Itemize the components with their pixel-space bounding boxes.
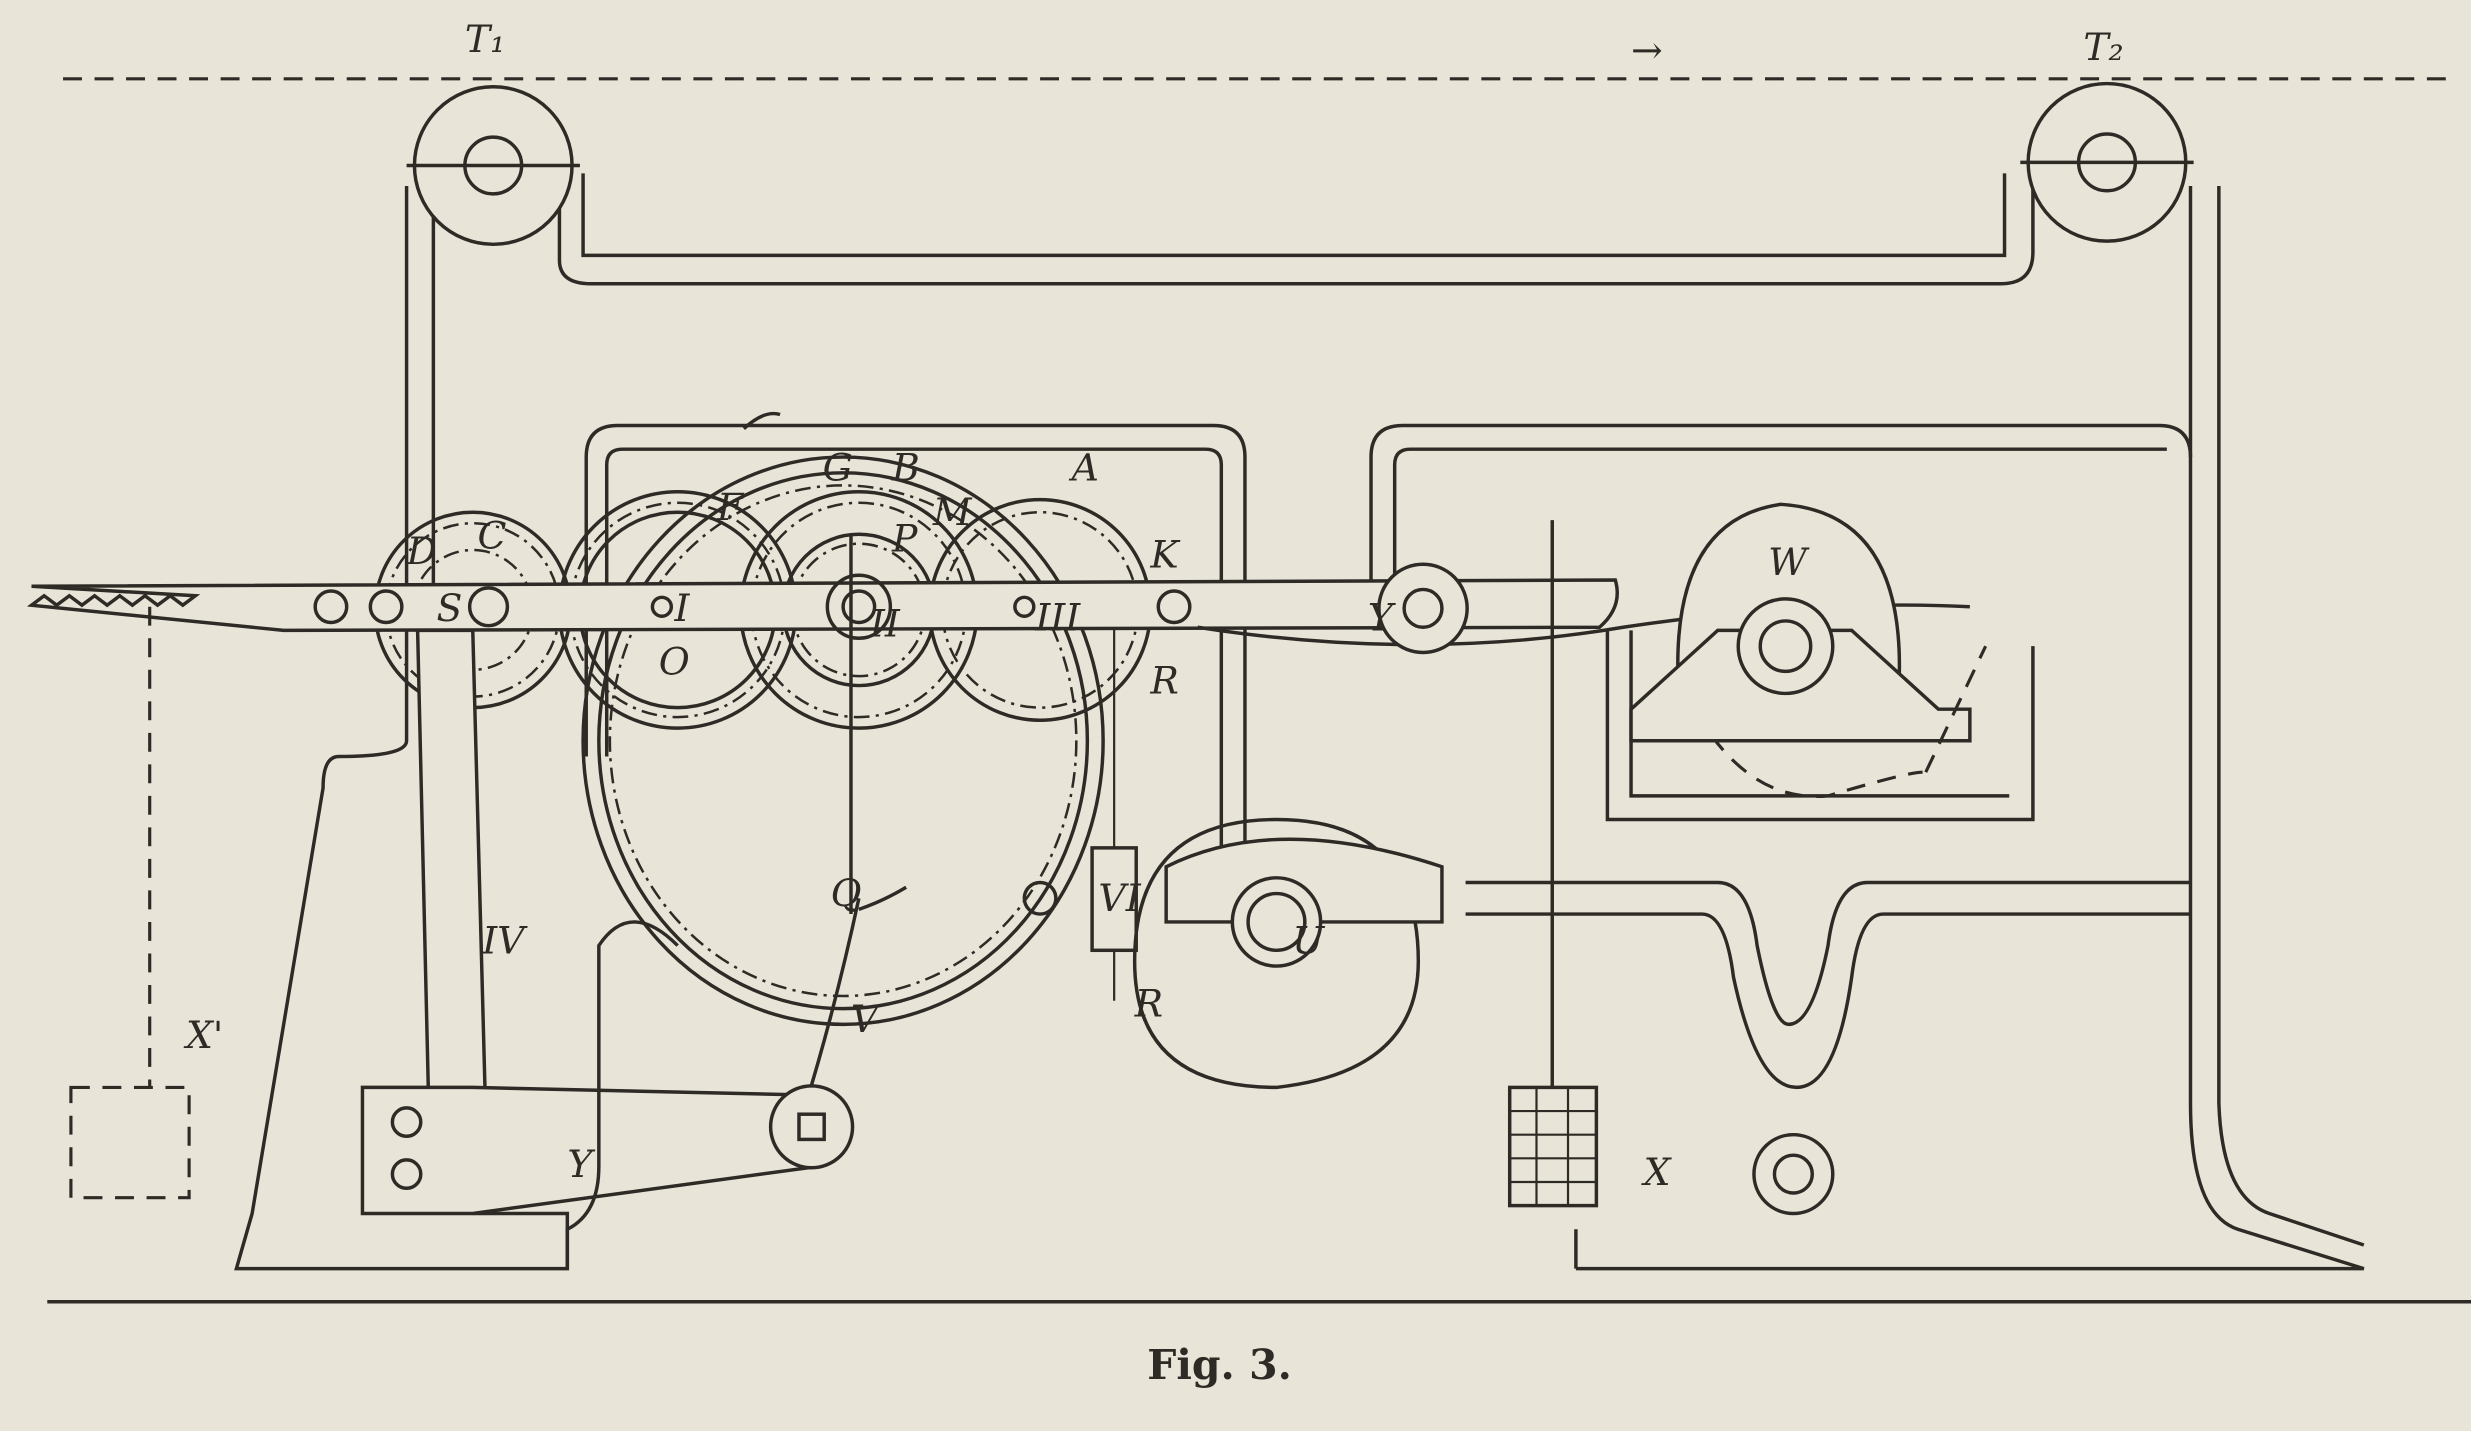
label-w: W — [1768, 540, 1810, 584]
label-u: U — [1292, 918, 1325, 962]
label-t2: T₂ — [2083, 25, 2123, 69]
label-p: P — [891, 517, 918, 561]
label-m: M — [932, 490, 973, 534]
wheel-bottom-small — [1752, 1132, 1835, 1216]
label-a: A — [1069, 446, 1099, 490]
label-x: X — [1641, 1150, 1673, 1194]
arrow-q — [858, 885, 908, 911]
label-q: Q — [830, 871, 861, 915]
label-s: S — [437, 586, 463, 630]
bar-pivots — [313, 573, 1192, 641]
label-y-lower: Y — [567, 1142, 595, 1186]
label-iv: IV — [481, 918, 528, 962]
labels: T₁ T₂ → D C F G B M A K P S I O II III R… — [183, 17, 2124, 1194]
label-y-upper: Y — [1368, 595, 1396, 639]
weight-x — [1507, 1085, 1599, 1208]
weight-x-prime — [69, 1085, 191, 1200]
label-r-bottom: R — [1134, 981, 1163, 1025]
label-t1: T₁ — [465, 17, 505, 61]
label-ii: II — [869, 602, 901, 646]
pulley-t2 — [2020, 81, 2194, 243]
label-vi: VI — [1098, 876, 1141, 920]
arrow-f — [742, 411, 781, 430]
label-d: D — [406, 529, 437, 573]
wheel-u — [1132, 817, 1444, 1090]
label-b: B — [891, 446, 920, 490]
label-k: K — [1149, 532, 1181, 576]
rack-bar — [26, 578, 1619, 633]
wheel-top-small — [1377, 562, 1469, 655]
figure-caption: Fig. 3. — [1147, 1341, 1292, 1389]
label-g: G — [823, 446, 853, 490]
wheel-w — [1629, 502, 1988, 799]
label-r-top: R — [1149, 658, 1178, 702]
label-v: V — [851, 997, 882, 1041]
label-c: C — [477, 513, 506, 557]
base-feet — [565, 920, 1578, 1269]
label-o: O — [659, 640, 690, 684]
inner-frame-right — [1369, 423, 2193, 1090]
roller — [768, 1084, 855, 1170]
frame-outer — [234, 173, 2365, 1271]
inner-frame-left — [584, 423, 1247, 946]
pulley-t1 — [406, 84, 580, 247]
label-iii: III — [1034, 595, 1081, 639]
wheel-a — [581, 455, 1105, 1027]
label-f: F — [716, 485, 745, 529]
belt-direction-arrow: → — [1631, 28, 1663, 72]
label-x-prime: X' — [183, 1013, 223, 1057]
column-iv — [415, 628, 488, 1105]
label-i: I — [673, 586, 690, 630]
